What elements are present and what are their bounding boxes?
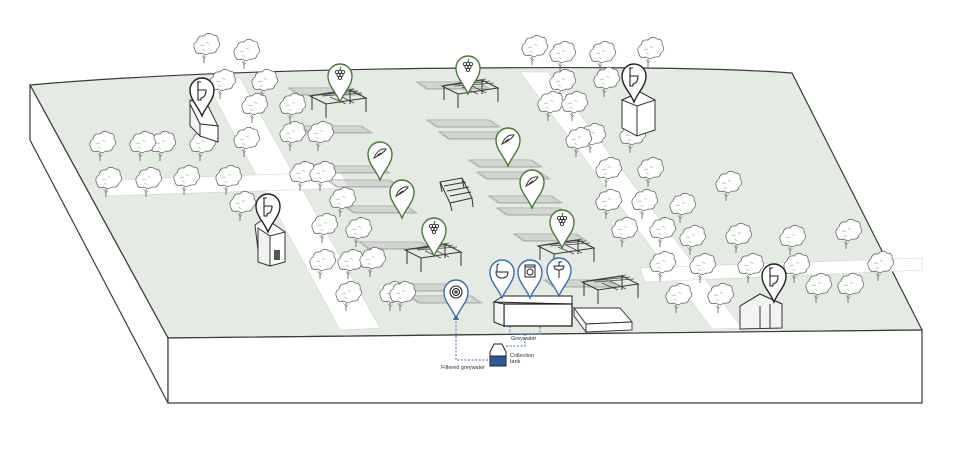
bathtub-icon xyxy=(495,263,509,279)
grapes-pin-3 xyxy=(421,217,447,257)
grapes-icon xyxy=(428,220,440,235)
tree xyxy=(233,38,261,70)
pea-pod-icon xyxy=(501,134,515,146)
collection-tank-label-line2: tank xyxy=(510,359,521,365)
tree xyxy=(589,40,617,72)
toilet-icon xyxy=(629,67,639,87)
trellis xyxy=(439,177,474,212)
pea-pod-pin-2 xyxy=(389,179,415,219)
greywater-building xyxy=(492,295,573,327)
grapes-icon xyxy=(462,58,474,73)
water-pins xyxy=(443,257,572,319)
pea-pod-pin-4 xyxy=(519,169,545,209)
tree xyxy=(637,36,665,68)
toilet-icon xyxy=(769,267,779,287)
toilet-icon xyxy=(197,81,207,101)
grapes-pin-4 xyxy=(549,209,575,249)
tree xyxy=(549,40,577,72)
crop-pins xyxy=(327,55,575,257)
tree xyxy=(193,32,221,64)
pea-pod-pin-3 xyxy=(495,127,521,167)
grapes-icon xyxy=(556,212,568,227)
greywater-pipes xyxy=(455,318,541,361)
grapes-icon xyxy=(334,66,346,81)
sink-icon xyxy=(553,261,565,278)
toilet-pins xyxy=(189,63,787,303)
bathtub-pin xyxy=(489,259,515,299)
toilet-icon xyxy=(263,197,273,217)
hose-reel-icon xyxy=(449,285,463,299)
washing-machine-pin xyxy=(517,259,543,299)
tree xyxy=(521,34,549,66)
grapes-pin-1 xyxy=(327,63,353,103)
toilet-pin-1 xyxy=(189,77,215,117)
shed xyxy=(573,306,633,334)
toilet-pin-4 xyxy=(761,263,787,303)
collection-tank xyxy=(489,343,507,367)
pea-pod-icon xyxy=(395,186,409,198)
toilet-pin-3 xyxy=(621,63,647,103)
ground-top-surface xyxy=(29,66,923,339)
toilet-pin-2 xyxy=(255,193,281,233)
filtered-greywater-pipe xyxy=(455,318,496,361)
greywater-label: Greywater xyxy=(511,336,537,342)
toilet-hut-4 xyxy=(739,293,783,330)
toilet-hut-3 xyxy=(620,91,657,137)
filtered-greywater-label: Filtered greywater xyxy=(441,365,485,371)
pea-pod-icon xyxy=(525,176,539,188)
pea-pod-icon xyxy=(373,148,387,160)
ground-front-side xyxy=(167,329,923,404)
sink-pin xyxy=(546,257,572,297)
collection-tank-label-line1: Collection xyxy=(510,353,534,359)
washing-machine-icon xyxy=(524,264,536,278)
grapes-pin-2 xyxy=(455,55,481,95)
hose-reel-pin xyxy=(443,279,469,319)
pea-pod-pin-1 xyxy=(367,141,393,181)
